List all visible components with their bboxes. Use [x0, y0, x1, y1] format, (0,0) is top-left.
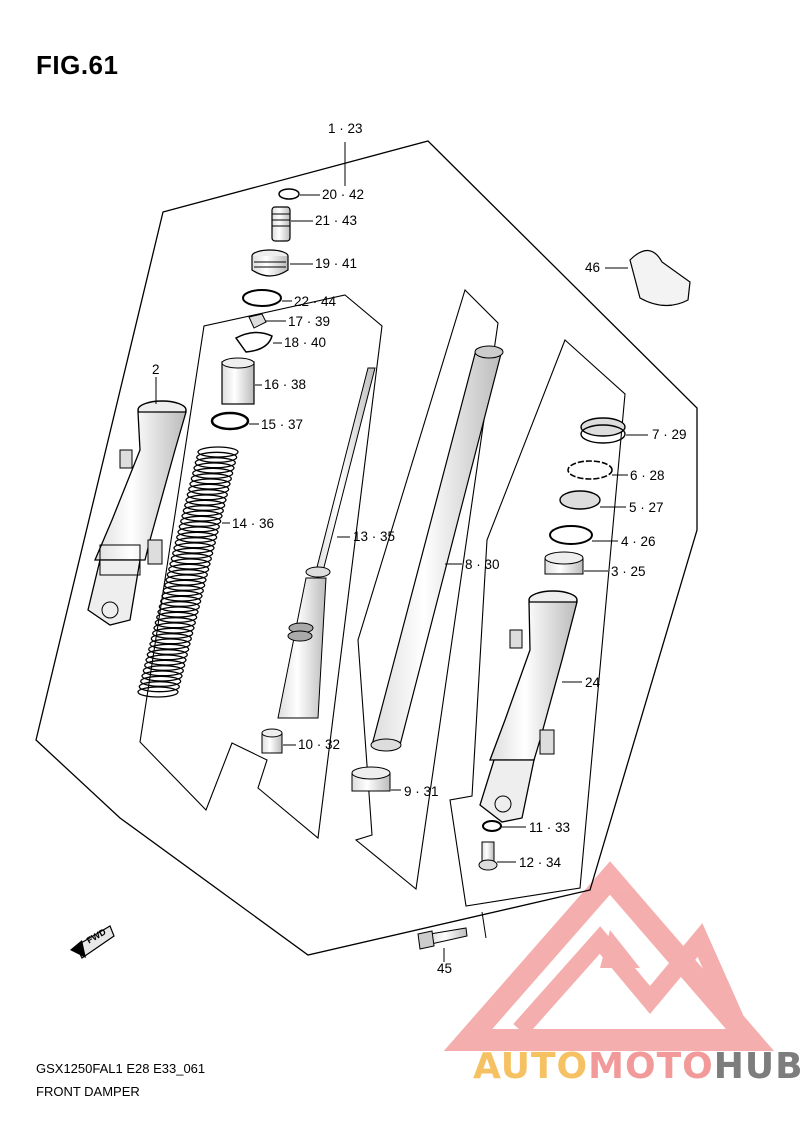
callout-22-44: 22 · 44 — [294, 294, 337, 309]
callout-2: 2 — [152, 362, 160, 377]
callout-8-30: 8 · 30 — [465, 557, 500, 572]
spring-coil — [188, 483, 230, 495]
assembly-outline — [35, 140, 698, 956]
callout-3-25: 3 · 25 — [611, 564, 646, 579]
spring-coil — [181, 510, 223, 522]
spring-coil — [176, 531, 218, 543]
watermark-wordmark: AUTOMOTOHUB — [473, 1046, 800, 1087]
callout-4-26: 4 · 26 — [621, 534, 656, 549]
callout-21-43: 21 · 43 — [315, 213, 358, 228]
callout-14-36: 14 · 36 — [232, 516, 275, 531]
model-code: GSX1250FAL1 E28 E33_061 — [36, 1061, 206, 1076]
callout-24: 24 — [585, 675, 601, 690]
fwd-arrow-icon — [70, 925, 115, 959]
callout-15-37: 15 · 37 — [261, 417, 304, 432]
spring-coil — [185, 494, 227, 506]
spring-coil — [160, 595, 202, 607]
spring-coil — [152, 627, 194, 639]
callout-6-28: 6 · 28 — [630, 468, 665, 483]
spring-coil — [172, 547, 214, 559]
spring-coil — [144, 659, 186, 671]
spring-coil — [153, 622, 195, 634]
fork-spring — [137, 446, 239, 698]
spring-coil — [192, 467, 234, 479]
outer-tube-left — [87, 400, 187, 626]
callout-18-40: 18 · 40 — [284, 335, 327, 350]
spring-coil — [193, 462, 235, 474]
spring-coil — [137, 686, 179, 698]
callout-5-27: 5 · 27 — [629, 500, 664, 515]
callout-1-23: 1 · 23 — [328, 121, 363, 136]
rod-subassembly-outline — [139, 294, 383, 840]
spring-coil — [140, 675, 182, 687]
callout-13-35: 13 · 35 — [353, 529, 396, 544]
callout-19-41: 19 · 41 — [315, 256, 358, 271]
spring-coil — [157, 606, 199, 618]
spring-coil — [173, 542, 215, 554]
callout-20-42: 20 · 42 — [322, 187, 365, 202]
spring-coil — [164, 579, 206, 591]
figure-description: FRONT DAMPER — [36, 1084, 140, 1099]
callout-16-38: 16 · 38 — [264, 377, 307, 392]
spring-coil — [184, 499, 226, 511]
callout-7-29: 7 · 29 — [652, 427, 687, 442]
spring-coil — [165, 574, 207, 586]
figure-title: FIG.61 — [36, 50, 119, 80]
spring-coil — [141, 670, 183, 682]
watermark-part-moto: MOTO — [588, 1046, 714, 1087]
outer-tube-outline — [449, 339, 626, 907]
spring-coil — [148, 643, 190, 655]
spring-coil — [156, 611, 198, 623]
inner-tube-outline — [354, 288, 499, 891]
callout-12-34: 12 · 34 — [519, 855, 562, 870]
callout-46: 46 — [585, 260, 601, 275]
watermark-logo — [443, 861, 775, 1051]
spring-coil — [168, 563, 210, 575]
callout-45: 45 — [437, 961, 453, 976]
callout-10-32: 10 · 32 — [298, 737, 341, 752]
spring-coil — [161, 590, 203, 602]
callout-11-33: 11 · 33 — [529, 820, 571, 835]
watermark-part-auto: AUTO — [473, 1046, 589, 1087]
spring-coil — [149, 638, 191, 650]
spring-coil — [145, 654, 187, 666]
spring-coil — [196, 451, 238, 463]
callout-17-39: 17 · 39 — [288, 314, 331, 329]
outer-tube-right — [479, 590, 578, 823]
spring-coil — [169, 558, 211, 570]
spring-coil — [138, 681, 180, 693]
spring-coil — [189, 478, 231, 490]
spring-coil — [177, 526, 219, 538]
watermark-part-hub: HUB — [713, 1046, 800, 1087]
spring-coil — [197, 446, 239, 458]
callout-9-31: 9 · 31 — [404, 784, 439, 799]
spring-coil — [180, 515, 222, 527]
